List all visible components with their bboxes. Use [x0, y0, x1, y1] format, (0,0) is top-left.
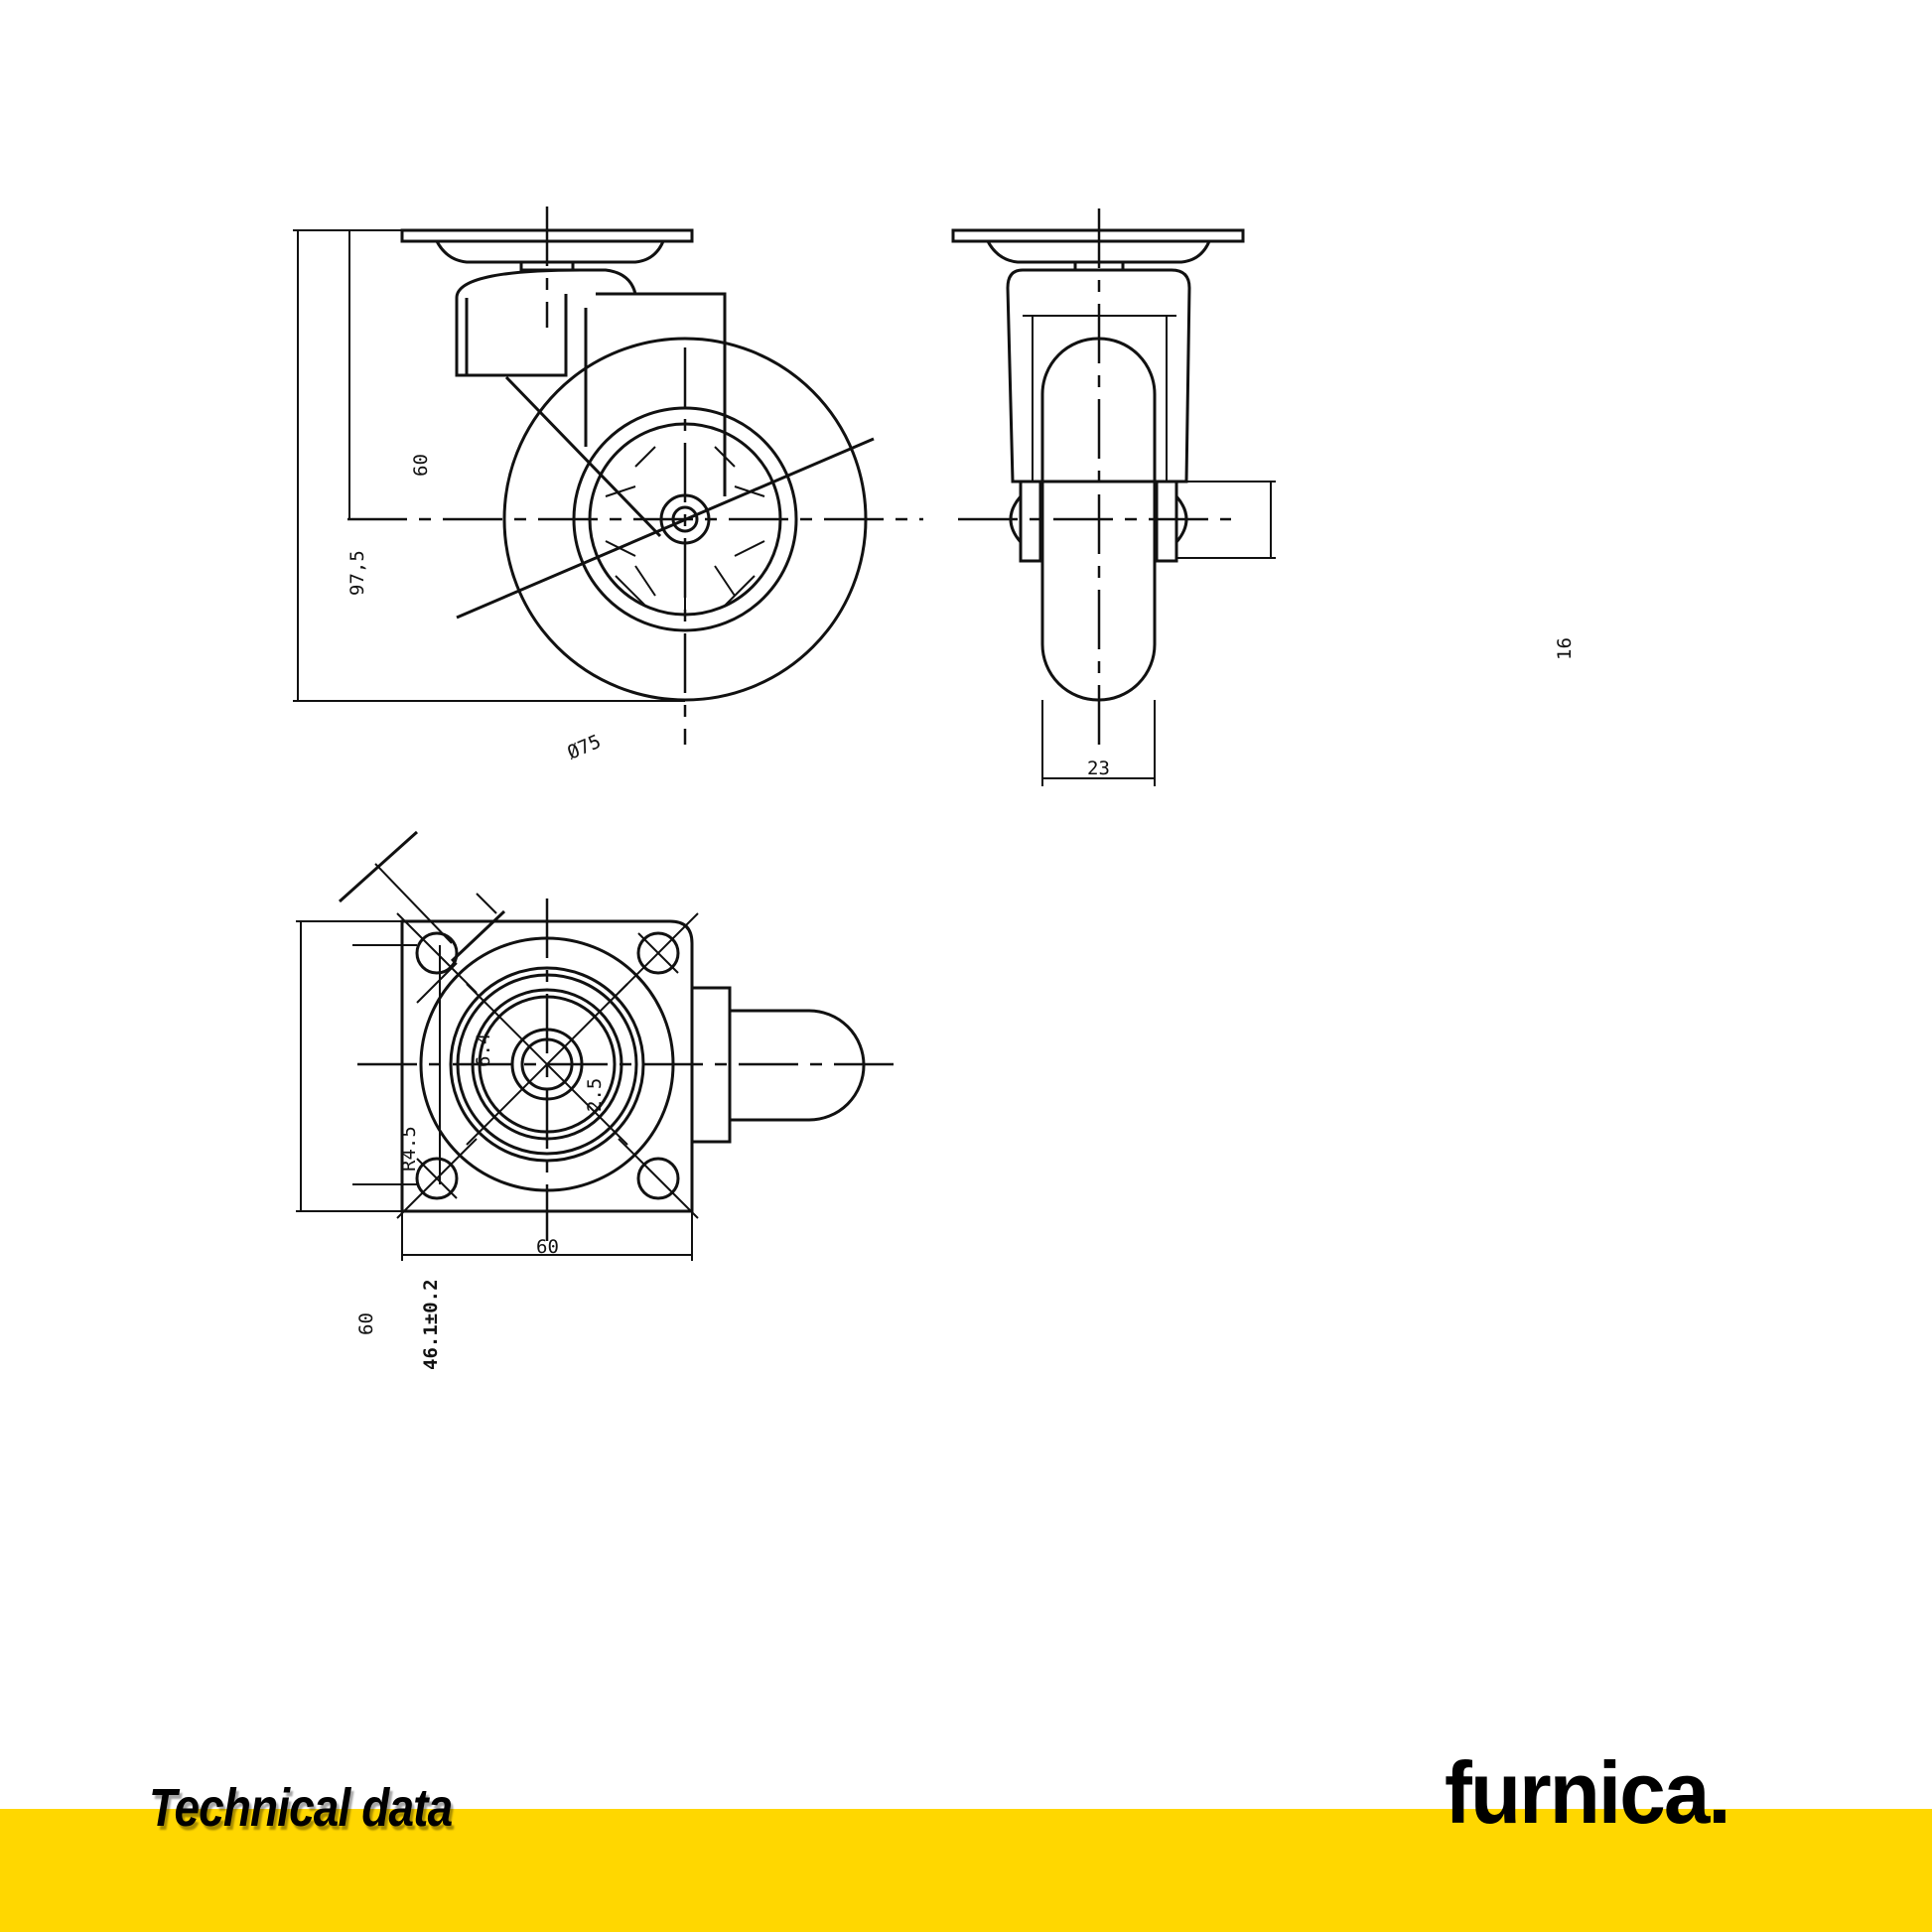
top-view: 60 60 46.1±0.2 6.4 2.5 R4.5: [296, 830, 903, 1370]
front-view: 16 23: [951, 208, 1576, 786]
brand-logo: furnica.: [1445, 1743, 1731, 1842]
dim-slot-length: 6.4: [473, 1034, 494, 1067]
side-view: 97,5 60 Ø75: [293, 207, 923, 764]
dim-plate-height: 60: [355, 1312, 377, 1335]
footer-title: Technical data: [149, 1778, 453, 1838]
dim-slot-radius: R4.5: [398, 1126, 420, 1172]
dim-hole-spacing: 46.1±0.2: [420, 1279, 442, 1370]
dim-axle-width: 16: [1554, 637, 1576, 660]
dim-plate-width: 60: [536, 1236, 559, 1258]
dim-axle-height: 60: [410, 454, 432, 477]
dim-slot-width: 2.5: [584, 1078, 606, 1112]
dim-total-height: 97,5: [346, 550, 368, 596]
footer-band: [0, 1809, 1932, 1932]
dim-wheel-width: 23: [1087, 758, 1110, 779]
dim-wheel-diameter: Ø75: [564, 731, 604, 764]
